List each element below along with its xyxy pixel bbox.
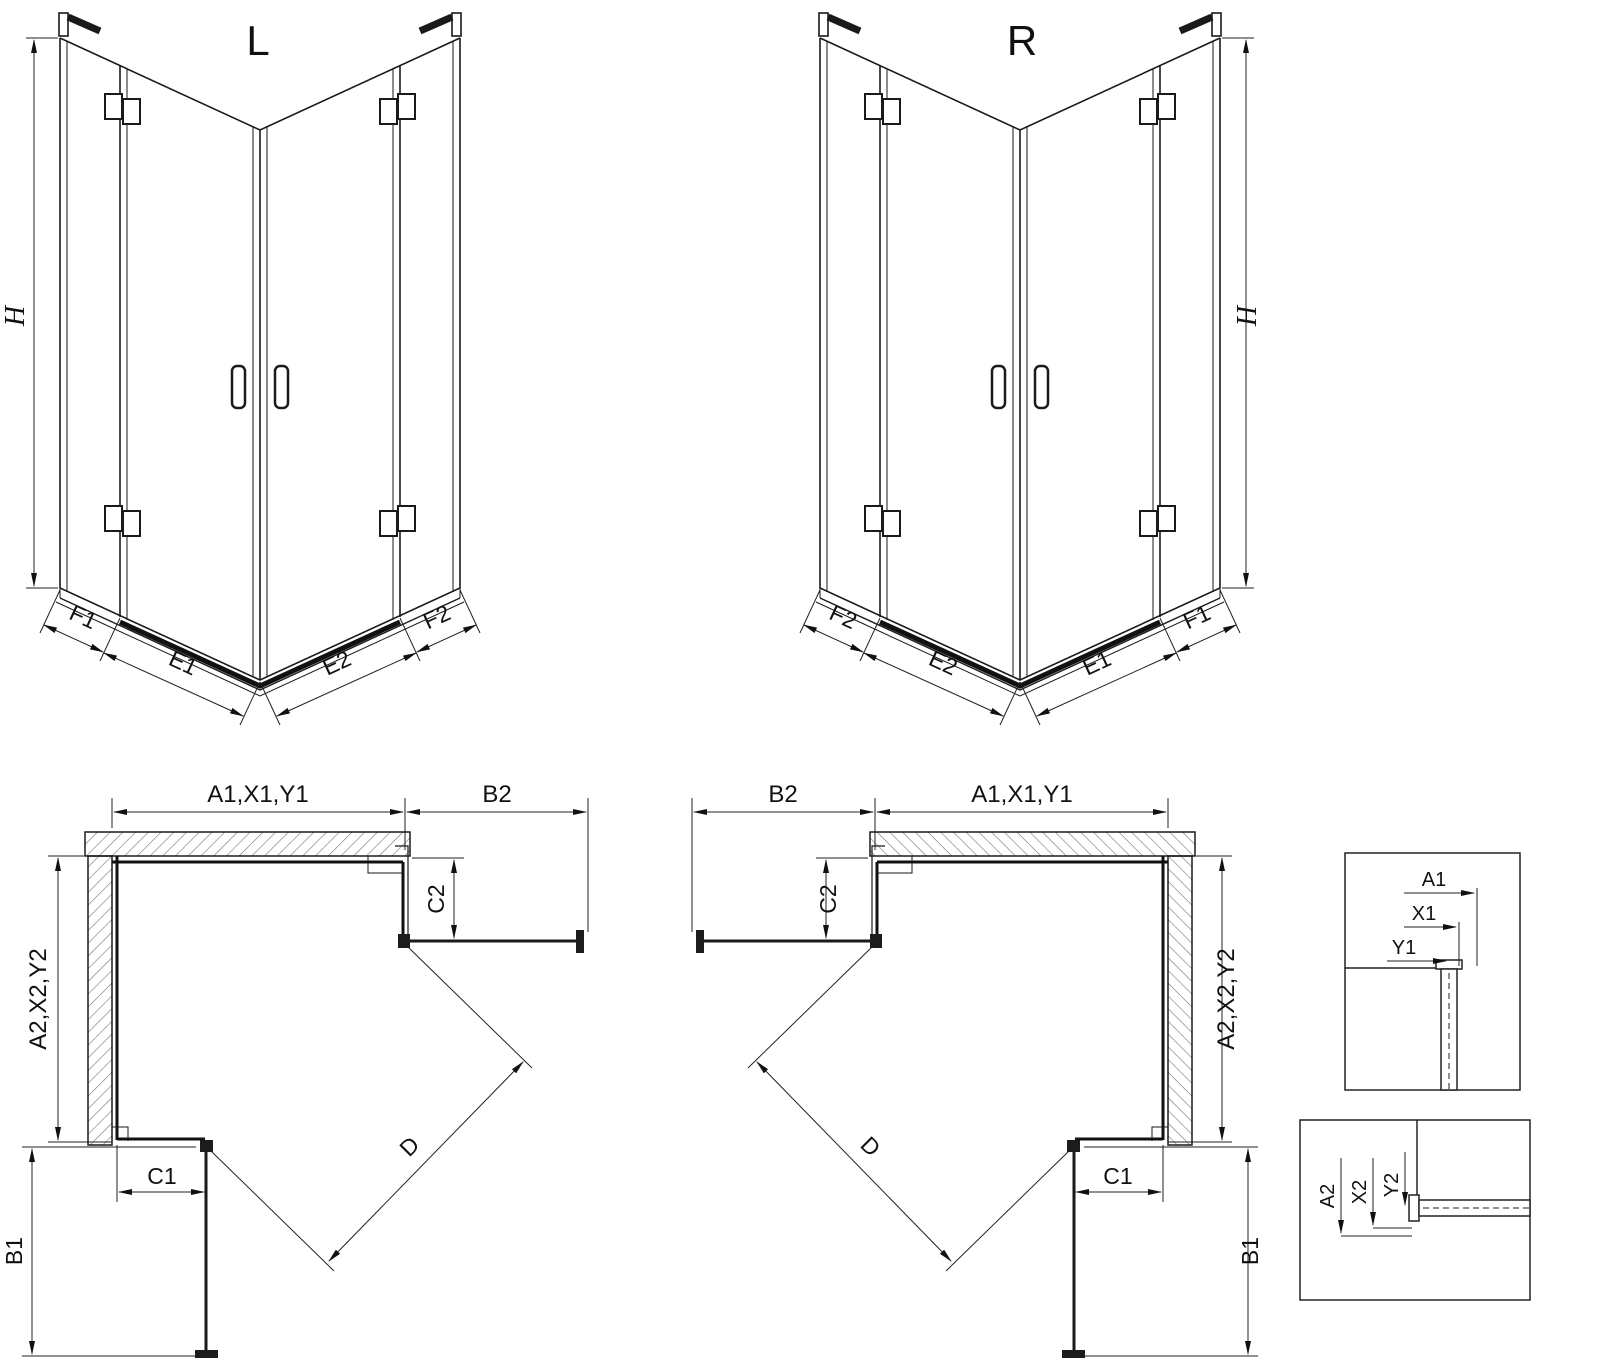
dim-label-b2-plan-left: B2 [482, 781, 511, 808]
detail-box-top: A1 X1 Y1 [1344, 852, 1521, 1091]
detail-box-bottom: A2 X2 Y2 [1299, 1119, 1531, 1301]
dim-label-c2-plan-left: C2 [423, 884, 449, 913]
dim-label-h-left: H [0, 304, 31, 327]
variant-label-right: R [1007, 17, 1037, 64]
dim-label-b2-plan-right: B2 [768, 781, 797, 808]
dim-label-a1-plan-right: A1,X1,Y1 [971, 781, 1072, 808]
dim-label-a2-plan-right: A2,X2,Y2 [1213, 948, 1240, 1049]
detail-label-a1: A1 [1422, 869, 1446, 891]
dim-label-c1-plan-right: C1 [1103, 1163, 1132, 1189]
dim-label-d-plan-right: D [856, 1131, 886, 1161]
dim-label-c1-plan-left: C1 [147, 1163, 176, 1189]
variant-label-left: L [246, 17, 269, 64]
iso-view-left: L H F1 E1 E2 F2 [0, 13, 480, 725]
dim-label-a2-plan-left: A2,X2,Y2 [25, 948, 52, 1049]
iso-view-right: R H F2 E2 E1 F1 [800, 13, 1263, 725]
dim-label-b1-plan-right: B1 [1237, 1237, 1263, 1265]
detail-label-a2: A2 [1317, 1184, 1339, 1208]
dim-label-h-right: H [1232, 304, 1263, 327]
detail-label-y1: Y1 [1392, 937, 1416, 959]
detail-label-y2: Y2 [1381, 1173, 1403, 1197]
detail-label-x1: X1 [1412, 903, 1436, 925]
plan-view-right: B2 A1,X1,Y1 C2 A2,X2,Y2 C1 B1 D [692, 781, 1263, 1358]
dim-label-d-plan-left: D [394, 1131, 424, 1161]
dim-label-a1-plan-left: A1,X1,Y1 [207, 781, 308, 808]
detail-label-x2: X2 [1349, 1180, 1371, 1204]
dim-label-c2-plan-right: C2 [815, 884, 841, 913]
dim-label-b1-plan-left: B1 [1, 1237, 27, 1265]
plan-view-left: A1,X1,Y1 B2 C2 A2,X2,Y2 C1 B1 D [1, 781, 588, 1358]
